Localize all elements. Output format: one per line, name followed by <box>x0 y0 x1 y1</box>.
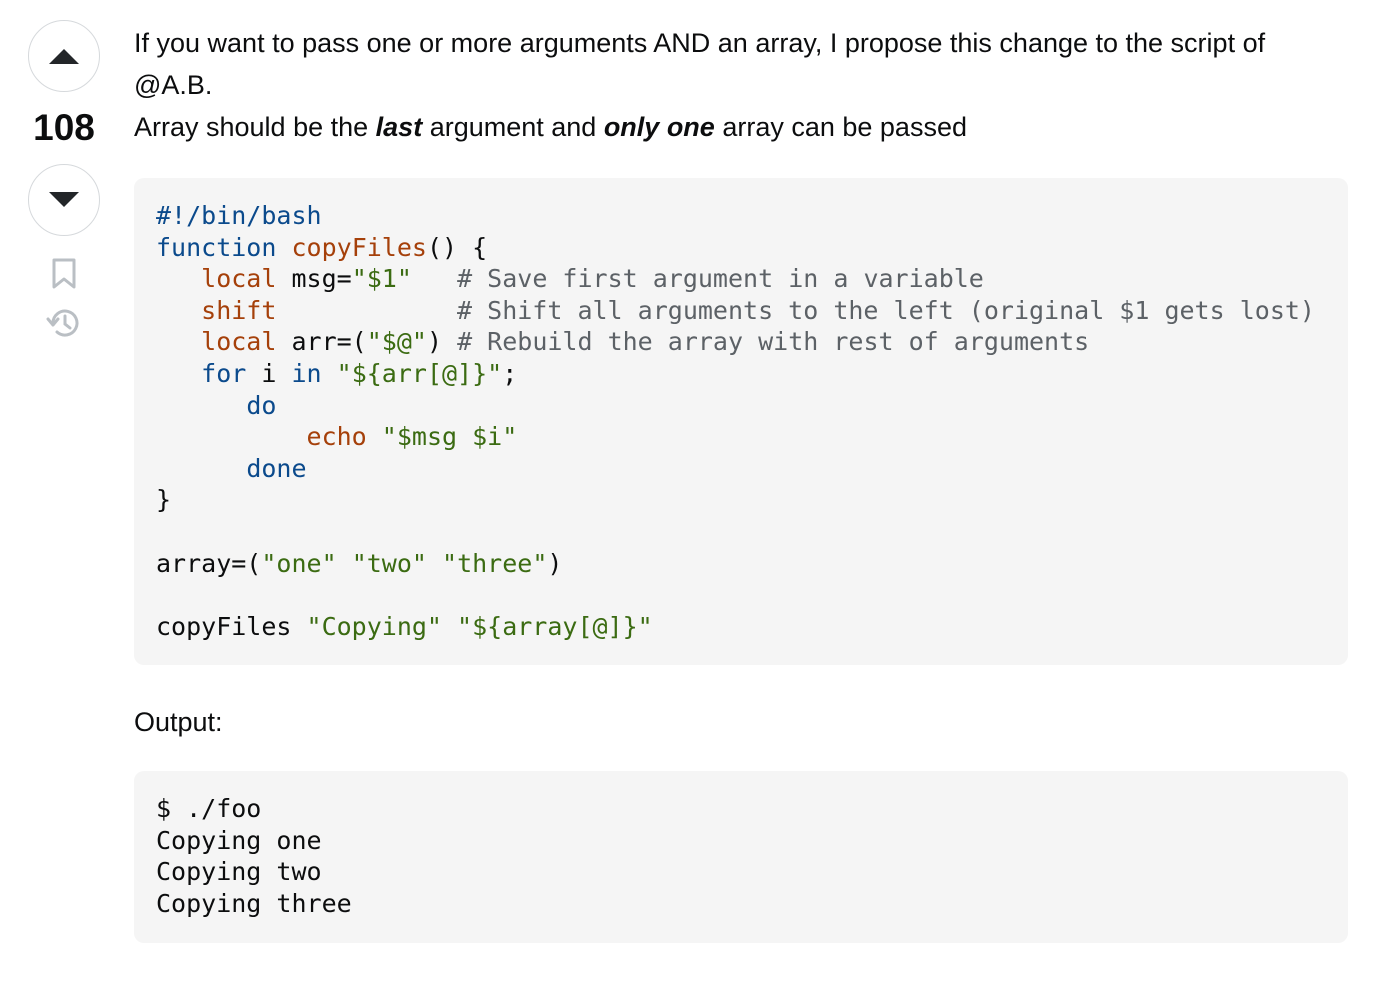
code-token: "$msg $i" <box>381 422 518 452</box>
array-note-paragraph: Array should be the last argument and on… <box>134 106 1348 148</box>
code-token: ) <box>426 327 458 357</box>
output-line: $ ./foo <box>156 794 262 823</box>
code-token <box>322 359 337 388</box>
code-token: "two" <box>351 548 427 578</box>
code-token: in <box>291 358 322 388</box>
intro-paragraph: If you want to pass one or more argument… <box>134 28 1266 100</box>
code-token: echo <box>306 422 367 452</box>
vote-count: 108 <box>33 107 95 148</box>
output-label: Output: <box>134 707 223 737</box>
bookmark-button[interactable] <box>28 258 100 290</box>
code-comment: # Shift all arguments to the left (origi… <box>457 295 1315 325</box>
code-token <box>276 296 457 325</box>
code-comment: # Save first argument in a variable <box>457 264 984 294</box>
code-token: array=( <box>156 548 262 578</box>
code-token: do <box>246 390 277 420</box>
code-block-script[interactable]: #!/bin/bash function copyFiles() { local… <box>134 178 1348 665</box>
caret-down-icon <box>49 192 79 207</box>
output-line: Copying one <box>156 825 322 855</box>
post-body: If you want to pass one or more argument… <box>134 22 1348 943</box>
code-token: } <box>156 485 172 515</box>
code-token: "${arr[@]}" <box>336 358 503 388</box>
code-comment: # Rebuild the array with rest of argumen… <box>457 327 1090 357</box>
emphasis-only-one: only one <box>603 112 715 142</box>
code-token: "${array[@]}" <box>457 611 653 641</box>
code-token: copyFiles <box>156 611 307 641</box>
text-span: argument and <box>422 112 604 142</box>
code-token: done <box>246 453 307 483</box>
code-token: "three" <box>442 548 548 578</box>
code-token: i <box>246 358 292 388</box>
code-token: () { <box>426 232 488 262</box>
code-token: msg= <box>276 264 352 294</box>
code-token <box>367 422 382 451</box>
code-token: local <box>201 264 277 294</box>
code-token: for <box>201 358 247 388</box>
code-token: "$1" <box>351 264 412 294</box>
vote-cell: 108 <box>28 20 104 340</box>
text-span: array can be passed <box>714 112 967 142</box>
code-token: local <box>201 327 277 357</box>
emphasis-last: last <box>375 112 423 142</box>
code-token: ) <box>547 548 563 578</box>
code-token: copyFiles <box>291 232 427 262</box>
code-token: ; <box>502 358 518 388</box>
caret-up-icon <box>49 49 79 64</box>
code-token: "$@" <box>366 327 427 357</box>
code-token <box>412 264 457 293</box>
text-span: Array should be the <box>134 112 376 142</box>
code-token: shift <box>201 295 277 325</box>
code-shebang: #!/bin/bash <box>156 201 322 230</box>
output-line: Copying two <box>156 857 322 887</box>
upvote-button[interactable] <box>28 20 100 92</box>
history-button[interactable] <box>28 306 100 340</box>
bookmark-icon <box>52 258 76 289</box>
code-token: "one" <box>261 548 337 578</box>
history-icon <box>46 309 79 337</box>
downvote-button[interactable] <box>28 164 100 236</box>
code-token: function <box>156 232 277 262</box>
code-token: "Copying" <box>306 611 442 641</box>
code-block-output[interactable]: $ ./foo Copying one Copying two Copying … <box>134 771 1348 943</box>
output-line: Copying three <box>156 888 352 918</box>
code-token: arr=( <box>276 327 367 357</box>
